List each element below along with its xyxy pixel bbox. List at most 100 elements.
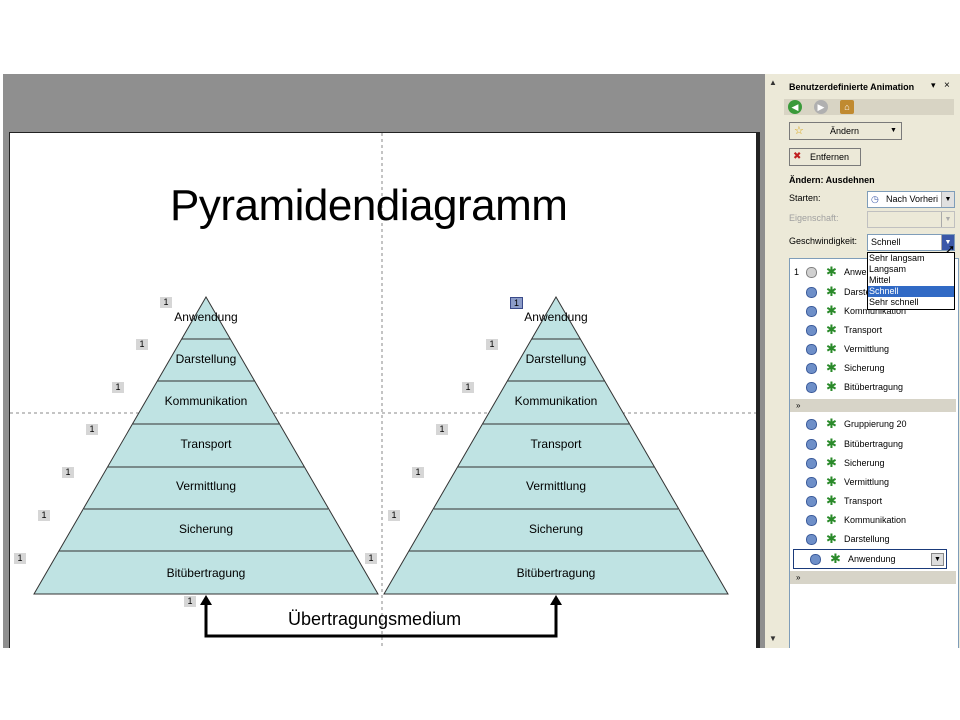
collapse-icon: » bbox=[796, 401, 801, 410]
forward-icon[interactable]: ▶ bbox=[814, 100, 828, 114]
clock-icon bbox=[806, 306, 817, 317]
speed-option[interactable]: Langsam bbox=[869, 264, 907, 274]
remove-button-label: Entfernen bbox=[810, 152, 850, 162]
close-icon[interactable]: × bbox=[944, 80, 950, 91]
collapse-bar[interactable]: » bbox=[790, 571, 956, 584]
left-layer-label[interactable]: Bitübertragung bbox=[167, 566, 246, 580]
animation-item[interactable]: ✱Kommunikation bbox=[790, 302, 956, 320]
home-icon[interactable]: ⌂ bbox=[840, 100, 854, 114]
modify-section-heading: Ändern: Ausdehnen bbox=[789, 175, 875, 185]
right-pyramid[interactable] bbox=[383, 296, 729, 595]
speed-option-selected[interactable]: Schnell bbox=[868, 286, 954, 297]
animation-tag[interactable]: 1 bbox=[436, 424, 448, 435]
animation-tag[interactable]: 1 bbox=[365, 553, 377, 564]
triangle-down-icon: ▼ bbox=[890, 127, 897, 134]
animation-tag[interactable]: 1 bbox=[62, 467, 74, 478]
animation-item[interactable]: ✱Darstellung bbox=[790, 530, 956, 548]
animation-item[interactable]: ✱Bitübertragung bbox=[790, 378, 956, 396]
triangle-down-icon[interactable]: ▾ bbox=[931, 80, 936, 90]
scroll-up-icon[interactable]: ▲ bbox=[769, 78, 777, 87]
speed-select[interactable]: Schnell ▼ bbox=[867, 234, 955, 251]
group-item[interactable]: ✱Gruppierung 20 bbox=[790, 415, 956, 433]
animation-item-label: Vermittlung bbox=[844, 477, 890, 487]
animation-tag[interactable]: 1 bbox=[86, 424, 98, 435]
left-layer-label[interactable]: Kommunikation bbox=[165, 394, 248, 408]
animation-tag[interactable]: 1 bbox=[486, 339, 498, 350]
change-effect-button[interactable]: ☆ Ändern ▼ bbox=[789, 122, 902, 140]
effect-star-icon: ✱ bbox=[826, 303, 837, 318]
clock-icon bbox=[806, 515, 817, 526]
clock-icon bbox=[806, 458, 817, 469]
right-layer-label[interactable]: Anwendung bbox=[524, 310, 587, 324]
effect-star-icon: ✱ bbox=[826, 493, 837, 508]
clock-icon bbox=[806, 344, 817, 355]
left-layer-label[interactable]: Darstellung bbox=[176, 352, 237, 366]
remove-effect-button[interactable]: ✖ Entfernen bbox=[789, 148, 861, 166]
animation-item-label: Transport bbox=[844, 325, 883, 335]
clock-icon bbox=[806, 325, 817, 336]
animation-tag[interactable]: 1 bbox=[136, 339, 148, 350]
clock-icon bbox=[806, 477, 817, 488]
animation-item-selected[interactable]: ✱Anwendung▼ bbox=[793, 549, 947, 569]
back-icon[interactable]: ◀ bbox=[788, 100, 802, 114]
animation-item[interactable]: ✱Darstellung bbox=[790, 283, 956, 301]
animation-tag-selected[interactable]: 1 bbox=[510, 297, 523, 309]
start-select[interactable]: ◷ Nach Vorheri ▼ bbox=[867, 191, 955, 208]
animation-tag[interactable]: 1 bbox=[38, 510, 50, 521]
right-layer-label[interactable]: Transport bbox=[531, 437, 583, 451]
scroll-down-icon[interactable]: ▼ bbox=[769, 634, 777, 643]
start-value: Nach Vorheri bbox=[886, 194, 939, 204]
property-select[interactable]: ▼ bbox=[867, 211, 955, 228]
collapse-bar[interactable]: » bbox=[790, 399, 956, 412]
speed-option[interactable]: Sehr langsam bbox=[869, 253, 925, 263]
slide-canvas[interactable]: Anwendung Darstellung Kommunikation Tran… bbox=[9, 132, 760, 648]
animation-tag[interactable]: 1 bbox=[412, 467, 424, 478]
animation-tag[interactable]: 1 bbox=[388, 510, 400, 521]
arrow-head-left bbox=[200, 595, 212, 605]
slide-title[interactable]: Pyramidendiagramm bbox=[170, 181, 568, 230]
left-layer-label[interactable]: Transport bbox=[181, 437, 233, 451]
left-layer-label[interactable]: Anwendung bbox=[174, 310, 237, 324]
slide-editor: Anwendung Darstellung Kommunikation Tran… bbox=[3, 74, 765, 648]
animation-list[interactable]: 1 ✱ Anwendung ✱Darstellung ✱Kommunikatio… bbox=[789, 258, 959, 648]
medium-connector[interactable] bbox=[200, 595, 562, 638]
animation-item[interactable]: ✱Vermittlung bbox=[790, 340, 956, 358]
speed-options-list[interactable]: Sehr langsam Langsam Mittel Schnell Sehr… bbox=[867, 252, 955, 310]
right-layer-label[interactable]: Darstellung bbox=[526, 352, 587, 366]
dropdown-arrow-icon[interactable]: ▼ bbox=[941, 212, 954, 227]
effect-star-icon: ✱ bbox=[826, 512, 837, 527]
dropdown-arrow-icon[interactable]: ▼ bbox=[941, 235, 954, 250]
right-layer-label[interactable]: Vermittlung bbox=[526, 479, 586, 493]
right-layer-label[interactable]: Kommunikation bbox=[515, 394, 598, 408]
animation-item[interactable]: ✱Sicherung bbox=[790, 454, 956, 472]
editor-scrollbar[interactable]: ▲ ▼ bbox=[765, 74, 781, 648]
pane-title: Benutzerdefinierte Animation bbox=[789, 82, 915, 92]
animation-item[interactable]: ✱Transport bbox=[790, 492, 956, 510]
animation-tag[interactable]: 1 bbox=[112, 382, 124, 393]
left-layer-label[interactable]: Vermittlung bbox=[176, 479, 236, 493]
animation-item[interactable]: ✱Sicherung bbox=[790, 359, 956, 377]
right-layer-label[interactable]: Sicherung bbox=[529, 522, 583, 536]
animation-tag[interactable]: 1 bbox=[160, 297, 172, 308]
animation-item[interactable]: ✱Kommunikation bbox=[790, 511, 956, 529]
animation-order-number: 1 bbox=[794, 267, 800, 277]
speed-option[interactable]: Sehr schnell bbox=[869, 297, 919, 307]
right-layer-label[interactable]: Bitübertragung bbox=[517, 566, 596, 580]
animation-tag[interactable]: 1 bbox=[14, 553, 26, 564]
mouse-cursor-icon: ➚ bbox=[945, 242, 956, 256]
clock-icon bbox=[806, 419, 817, 430]
medium-label[interactable]: Übertragungsmedium bbox=[288, 609, 462, 629]
animation-item[interactable]: ✱Transport bbox=[790, 321, 956, 339]
animation-item-label: Bitübertragung bbox=[844, 439, 904, 449]
dropdown-arrow-icon[interactable]: ▼ bbox=[941, 192, 954, 207]
left-layer-label[interactable]: Sicherung bbox=[179, 522, 233, 536]
collapse-icon: » bbox=[796, 573, 801, 582]
speed-option[interactable]: Mittel bbox=[869, 275, 891, 285]
left-pyramid[interactable] bbox=[33, 296, 379, 595]
animation-item[interactable]: ✱Bitübertragung bbox=[790, 435, 956, 453]
item-dropdown-icon[interactable]: ▼ bbox=[931, 553, 944, 566]
animation-tag[interactable]: 1 bbox=[462, 382, 474, 393]
mouse-icon bbox=[806, 267, 817, 278]
animation-tag[interactable]: 1 bbox=[184, 596, 196, 607]
animation-item[interactable]: ✱Vermittlung bbox=[790, 473, 956, 491]
